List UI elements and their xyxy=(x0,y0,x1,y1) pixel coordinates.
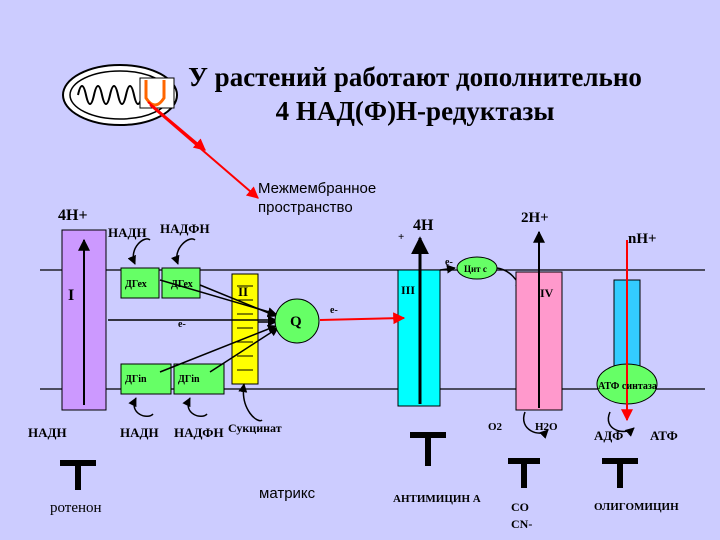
o2-label: O2 xyxy=(488,421,503,433)
mitochondrion-icon xyxy=(62,64,259,199)
intermembrane-label-1: Межмембранное xyxy=(258,180,376,197)
nadh-inner-arrow xyxy=(128,397,154,418)
inhibitor-rotenone-icon xyxy=(60,460,96,490)
h2o-label: H2O xyxy=(535,421,558,433)
q-label: Q xyxy=(290,314,302,330)
rotenone-label: ротенон xyxy=(50,500,102,516)
proton-left-label: 4Н+ xyxy=(58,207,88,224)
intermembrane-label-2: пространство xyxy=(258,199,353,216)
antimycin-label: АНТИМИЦИН А xyxy=(393,493,481,505)
nadh-inner-label: НАДН xyxy=(120,425,159,440)
proton-complex3-plus: + xyxy=(398,231,404,243)
complex-2-label: II xyxy=(238,284,248,299)
cyt-c-label: Цит с xyxy=(464,264,487,274)
complex-4-label: IV xyxy=(540,286,554,300)
inhibitor-co-cn-icon xyxy=(508,458,540,488)
title-line-2: 4 НАД(Ф)Н-редуктазы xyxy=(275,96,555,126)
oligomycin-label: ОЛИГОМИЦИН xyxy=(594,501,679,513)
atp-label: АТФ xyxy=(650,428,678,443)
co-label: CO xyxy=(511,500,529,514)
atp-synthase-label: АТФ синтаза xyxy=(598,381,657,392)
proton-complex3-label: 4Н xyxy=(413,217,434,234)
electron-2-label: e- xyxy=(330,305,338,316)
adp-label: АДФ xyxy=(594,428,623,443)
dehydrogenase-outer-1 xyxy=(120,267,160,299)
proton-atp-synthase-label: nН+ xyxy=(628,231,657,247)
electron-arrow-q-to-3 xyxy=(319,312,406,325)
electron-1-label: e- xyxy=(178,319,186,330)
nadh-outer-arrow xyxy=(127,238,151,265)
title-line-1: У растений работают дополнительно xyxy=(188,62,642,92)
proton-complex4-label: 2Н+ xyxy=(521,210,549,226)
dg-outer-2-label: ДГех xyxy=(171,279,193,290)
matrix-label: матрикс xyxy=(259,485,316,502)
nadh-complex1-label: НАДН xyxy=(28,425,67,440)
complex-3-label: III xyxy=(401,283,415,297)
dehydrogenase-inner-1 xyxy=(120,363,172,395)
electron-3-label: e- xyxy=(445,257,453,268)
nadph-outer-label: НАДФН xyxy=(160,221,210,236)
dg-inner-2-label: ДГin xyxy=(178,374,200,385)
dg-inner-1-label: ДГin xyxy=(125,374,147,385)
cn-label: CN- xyxy=(511,517,532,531)
inhibitor-antimycin-icon xyxy=(410,432,446,466)
nadph-outer-arrow xyxy=(170,238,196,265)
page-title: У растений работают дополнительно 4 НАД(… xyxy=(150,60,680,128)
adp-atp-arrow xyxy=(607,411,635,437)
complex-1-label: I xyxy=(68,287,74,304)
succinate-label: Сукцинат xyxy=(228,421,282,435)
succinate-arrow xyxy=(238,383,263,422)
ubiquinone-pool xyxy=(274,298,320,344)
nadph-inner-label: НАДФН xyxy=(174,425,224,440)
nadh-outer-label: НАДН xyxy=(108,225,147,240)
dg-outer-1-label: ДГех xyxy=(125,279,147,290)
inhibitor-oligomycin-icon xyxy=(602,458,638,488)
oxygen-arrow xyxy=(522,411,549,439)
nadph-inner-arrow xyxy=(182,397,208,418)
